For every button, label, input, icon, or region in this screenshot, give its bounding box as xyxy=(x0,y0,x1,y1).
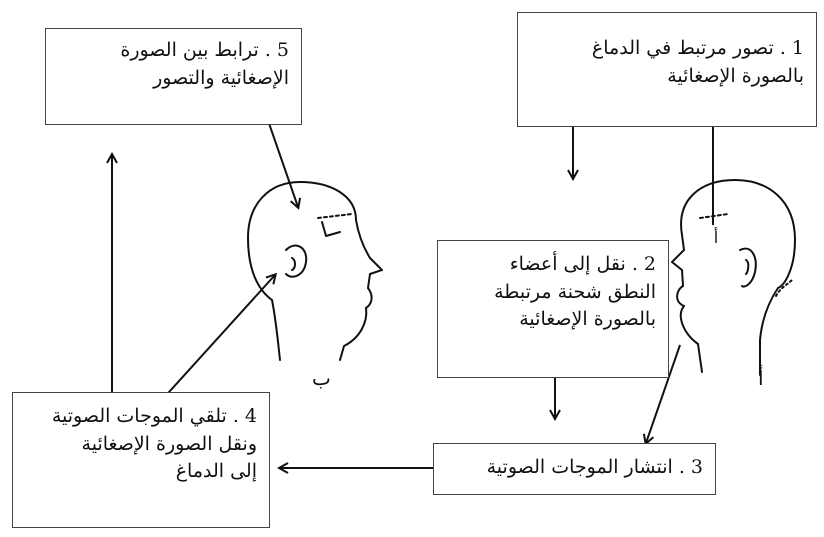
speaker-label: أ xyxy=(758,366,764,390)
step-2-line-1: 2 . نقل إلى أعضاء xyxy=(509,253,656,275)
step-4-line-2: ونقل الصورة الإصغائية xyxy=(81,432,257,455)
step-1-line-1: 1 . تصور مرتبط في الدماغ xyxy=(591,37,804,59)
step-1-line-2: بالصورة الإصغائية xyxy=(667,64,804,87)
connector-arrows xyxy=(112,79,713,468)
step-3-box: 3 . انتشار الموجات الصوتية xyxy=(433,443,716,495)
step-5-box: 5 . ترابط بين الصورة الإصغائية والتصور xyxy=(45,28,302,125)
step-4-line-1: 4 . تلقي الموجات الصوتية xyxy=(51,405,257,427)
listener-head xyxy=(247,181,383,361)
step-4-line-3: إلى الدماغ xyxy=(175,460,257,483)
listener-label: ب xyxy=(312,366,331,390)
step-2-line-3: بالصورة الإصغائية xyxy=(519,308,656,331)
step-5-line-1: 5 . ترابط بين الصورة xyxy=(120,39,289,61)
step-4-box: 4 . تلقي الموجات الصوتية ونقل الصورة الإ… xyxy=(12,392,270,528)
speaker-head xyxy=(671,179,796,376)
step-1-box: 1 . تصور مرتبط في الدماغ بالصورة الإصغائ… xyxy=(517,12,817,127)
step-3-line-1: 3 . انتشار الموجات الصوتية xyxy=(486,456,703,478)
step-2-box: 2 . نقل إلى أعضاء النطق شحنة مرتبطة بالص… xyxy=(437,240,669,378)
step-5-line-2: الإصغائية والتصور xyxy=(153,66,289,89)
speaker-brain-mark: أ xyxy=(714,227,718,247)
step-2-line-2: النطق شحنة مرتبطة xyxy=(494,280,656,303)
